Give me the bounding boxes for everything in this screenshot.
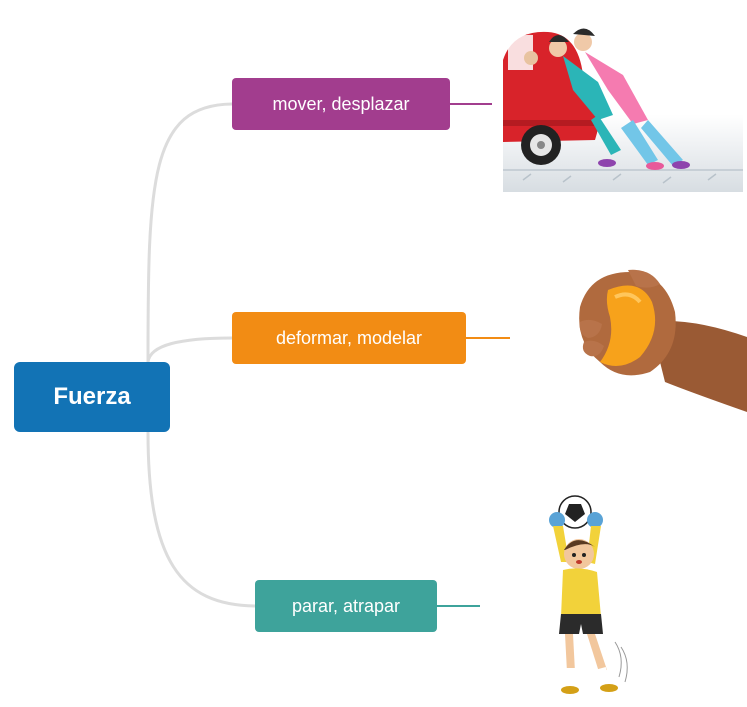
- connector-root-to-move: [146, 102, 233, 363]
- branch-node-label: parar, atrapar: [291, 595, 401, 616]
- branch-node-stop: parar, atrapar: [255, 580, 437, 632]
- illustration-hand-squeezing-ball: [570, 262, 747, 422]
- branch-node-move: mover, desplazar: [232, 78, 450, 130]
- illustration-goalkeeper: [545, 492, 665, 702]
- root-node-fuerza: Fuerza: [14, 362, 170, 432]
- connector-root-to-deform: [146, 336, 233, 363]
- illustration-pushing-car: [503, 20, 743, 192]
- connector-root-to-stop: [146, 431, 256, 608]
- branch-node-label: deformar, modelar: [275, 327, 423, 348]
- branch-node-label: mover, desplazar: [272, 93, 410, 114]
- branch-node-deform: deformar, modelar: [232, 312, 466, 364]
- root-node-label: Fuerza: [53, 383, 131, 410]
